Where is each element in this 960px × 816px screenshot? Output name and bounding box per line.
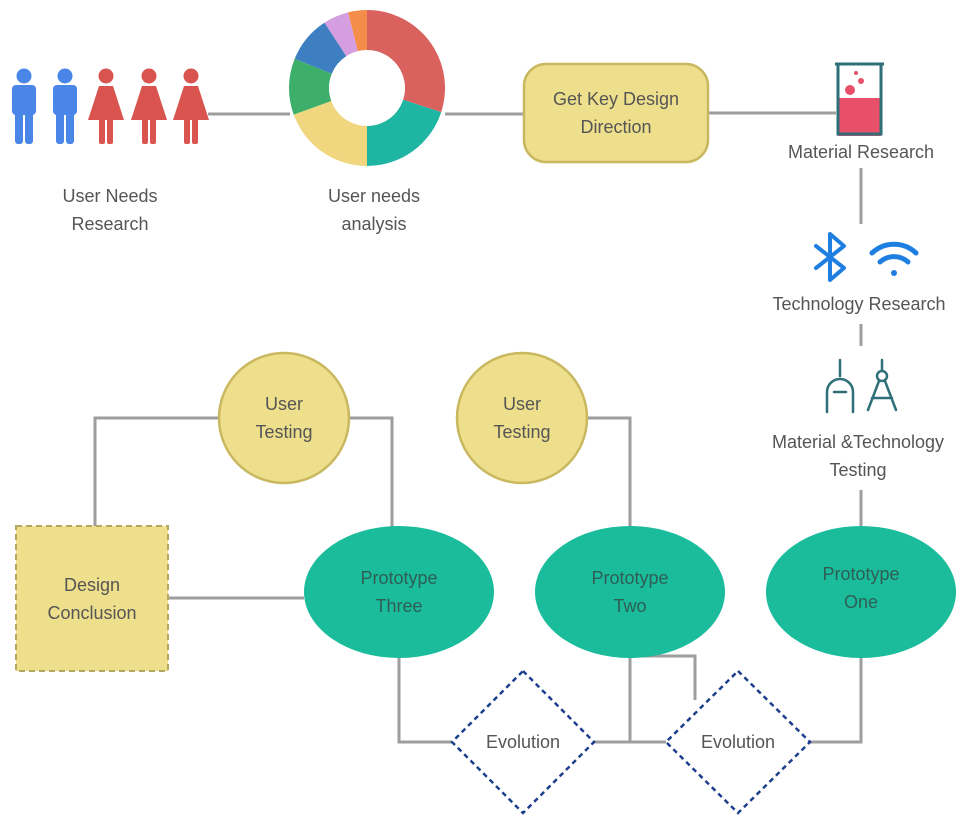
material-technology-testing-label: Material &Technology Testing	[771, 432, 945, 480]
donut-segment	[293, 100, 367, 166]
evolution-diamond-2	[664, 669, 812, 815]
donut-segment	[294, 22, 347, 74]
user-needs-analysis-label: User needs analysis	[327, 186, 421, 234]
prototype-two-label: Prototype Two	[591, 568, 669, 616]
female-user-icon	[131, 68, 167, 144]
female-user-icon	[173, 68, 209, 144]
prototype-three-label: Prototype Three	[360, 568, 438, 616]
design-conclusion-label: Design Conclusion	[47, 574, 137, 623]
donut-segment	[367, 99, 442, 166]
connector-proto-three-evolution-1	[397, 656, 452, 744]
donut-segment	[324, 12, 358, 57]
connector-proto-three-user-testing-1	[348, 416, 394, 528]
connector-proto-two-user-testing-2	[588, 416, 632, 528]
male-user-icon	[53, 68, 77, 144]
female-user-icon	[88, 68, 124, 144]
design-conclusion-box	[15, 525, 169, 672]
key-design-direction-box	[522, 62, 710, 164]
evolution-2-label: Evolution	[700, 732, 776, 752]
prototype-one-label: Prototype One	[822, 564, 900, 612]
bluetooth-icon	[814, 232, 846, 282]
donut-segment	[348, 10, 367, 52]
male-user-icon	[12, 68, 36, 144]
user-testing-2-label: User Testing	[493, 394, 551, 442]
user-testing-circle-2	[455, 351, 589, 485]
user-needs-research-label: User Needs Research	[62, 186, 158, 234]
connector-evolution-2-proto-two-b	[630, 654, 697, 700]
prototype-two-ellipse	[535, 526, 725, 658]
prototype-three-ellipse	[304, 526, 494, 658]
user-testing-1-label: User Testing	[255, 394, 313, 442]
plug-icon	[825, 358, 855, 414]
user-testing-circle-1	[217, 351, 351, 485]
connector-lines	[93, 111, 863, 744]
connector-proto-one-evolution-2	[810, 656, 863, 744]
connector-user-testing-1-conclusion	[93, 416, 219, 526]
prototype-one-ellipse	[766, 526, 956, 658]
user-icons	[12, 68, 209, 144]
donut-segment	[367, 10, 445, 113]
evolution-1-label: Evolution	[485, 732, 561, 752]
donut-segment	[289, 58, 332, 115]
key-design-direction-label: Get Key Design Direction	[552, 89, 680, 137]
connector-evolution-2-proto-two-a	[628, 656, 666, 744]
beaker-icon	[835, 62, 884, 136]
evolution-diamond-1	[450, 669, 596, 815]
material-research-label: Material Research	[787, 142, 935, 162]
donut-chart-icon	[289, 10, 445, 166]
compass-icon	[866, 358, 898, 412]
wifi-icon	[869, 241, 919, 276]
technology-research-label: Technology Research	[772, 294, 946, 314]
